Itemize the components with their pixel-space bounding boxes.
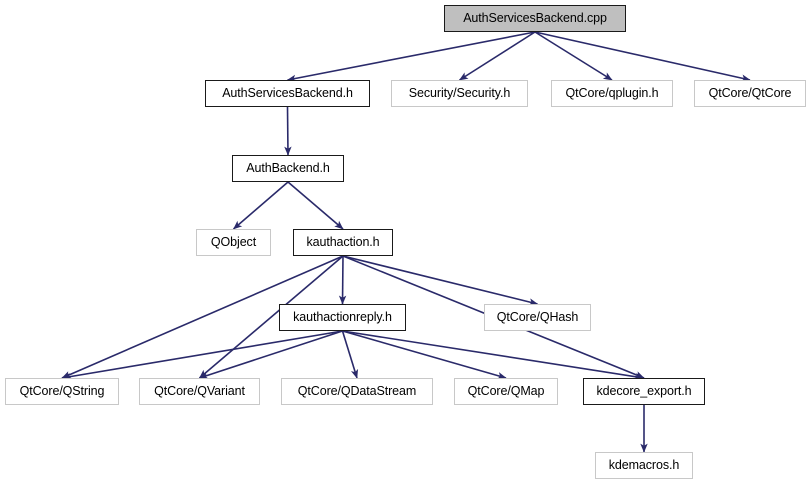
graph-node-qtcore-qplugin-h[interactable]: QtCore/qplugin.h: [551, 80, 673, 107]
graph-node-label: QtCore/QString: [19, 384, 105, 399]
graph-edge: [338, 255, 347, 305]
graph-node-label: kdecore_export.h: [596, 384, 692, 399]
graph-node-label: QtCore/QDataStream: [297, 384, 417, 399]
graph-edge: [534, 31, 751, 82]
graph-node-label: QtCore/QtCore: [708, 86, 792, 101]
graph-node-qtcore-qhash[interactable]: QtCore/QHash: [484, 304, 591, 331]
graph-node-label: QtCore/QMap: [467, 384, 545, 399]
graph-node-label: Security/Security.h: [408, 86, 511, 101]
graph-edge: [458, 31, 536, 81]
graph-node-qtcore-qdatastream[interactable]: QtCore/QDataStream: [281, 378, 433, 405]
graph-node-qtcore-qstring[interactable]: QtCore/QString: [5, 378, 119, 405]
graph-node-qobject[interactable]: QObject: [196, 229, 271, 256]
graph-node-authservicesbackend-h[interactable]: AuthServicesBackend.h: [205, 80, 370, 107]
graph-edge: [232, 181, 289, 230]
graph-node-security-security-h[interactable]: Security/Security.h: [391, 80, 528, 107]
graph-node-label: kdemacros.h: [608, 458, 680, 473]
graph-node-label: AuthServicesBackend.h: [222, 86, 353, 101]
graph-node-qtcore-qmap[interactable]: QtCore/QMap: [454, 378, 558, 405]
graph-node-qtcore-qvariant[interactable]: QtCore/QVariant: [139, 378, 260, 405]
graph-node-kauthaction-h[interactable]: kauthaction.h: [293, 229, 393, 256]
graph-edge: [534, 31, 613, 81]
graph-node-label: kauthactionreply.h: [293, 310, 392, 325]
graph-node-label: QtCore/QHash: [496, 310, 579, 325]
graph-node-kdemacros-h[interactable]: kdemacros.h: [595, 452, 693, 479]
graph-edge: [342, 330, 645, 381]
graph-node-authservicesbackend-cpp[interactable]: AuthServicesBackend.cpp: [444, 5, 626, 32]
graph-node-kdecore-export-h[interactable]: kdecore_export.h: [583, 378, 705, 405]
graph-edge: [198, 330, 343, 379]
graph-edge: [342, 330, 507, 380]
graph-node-label: QtCore/qplugin.h: [565, 86, 659, 101]
graph-edge: [286, 31, 536, 83]
graph-edge: [287, 181, 344, 230]
graph-node-qtcore-qtcore[interactable]: QtCore/QtCore: [694, 80, 806, 107]
graph-node-label: AuthBackend.h: [246, 161, 330, 176]
graph-node-authbackend-h[interactable]: AuthBackend.h: [232, 155, 344, 182]
graph-node-kauthactionreply-h[interactable]: kauthactionreply.h: [279, 304, 406, 331]
graph-edge: [61, 330, 343, 381]
graph-node-label: AuthServicesBackend.cpp: [463, 11, 607, 26]
graph-edge: [341, 330, 359, 379]
graph-node-label: kauthaction.h: [306, 235, 380, 250]
graph-edge: [284, 106, 292, 156]
graph-edge: [342, 255, 539, 306]
graph-node-label: QtCore/QVariant: [154, 384, 245, 399]
graph-node-label: QObject: [210, 235, 257, 250]
